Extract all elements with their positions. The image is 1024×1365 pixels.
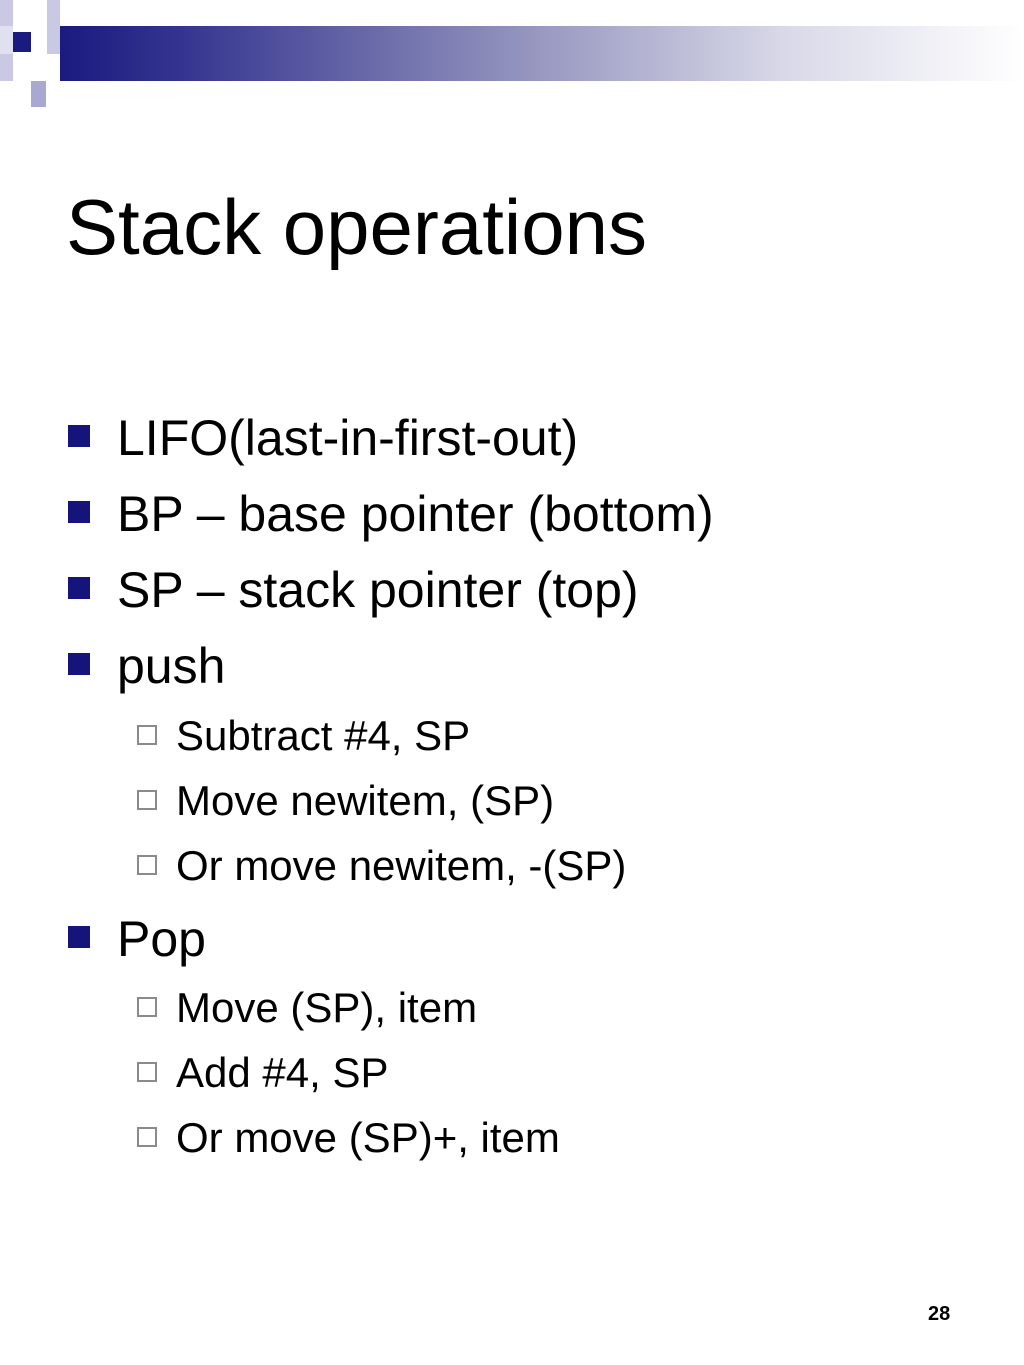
sub-bullet-text: Move newitem, (SP) bbox=[176, 777, 555, 824]
square-bullet-icon bbox=[68, 425, 90, 447]
decorative-square bbox=[13, 32, 31, 52]
hollow-square-bullet-icon bbox=[137, 1062, 157, 1082]
bullet-text: Pop bbox=[117, 911, 206, 967]
square-bullet-icon bbox=[68, 577, 90, 599]
decorative-square bbox=[0, 26, 13, 54]
square-bullet-icon bbox=[68, 926, 90, 948]
square-bullet-icon bbox=[68, 653, 90, 675]
slide-title: Stack operations bbox=[66, 183, 648, 271]
decorative-square bbox=[47, 26, 60, 54]
sub-bullet-text: Add #4, SP bbox=[176, 1049, 389, 1096]
page-number: 28 bbox=[928, 1303, 951, 1325]
square-bullet-icon bbox=[68, 501, 90, 523]
decorative-square bbox=[31, 26, 47, 54]
sub-bullet-text: Move (SP), item bbox=[176, 984, 478, 1031]
hollow-square-bullet-icon bbox=[137, 855, 157, 875]
decorative-square bbox=[0, 0, 13, 26]
decorative-square bbox=[0, 54, 13, 81]
hollow-square-bullet-icon bbox=[137, 1127, 157, 1147]
sub-bullet-text: Or move newitem, -(SP) bbox=[176, 842, 627, 889]
hollow-square-bullet-icon bbox=[137, 790, 157, 810]
sub-bullet-text: Subtract #4, SP bbox=[176, 712, 471, 759]
bullet-text: LIFO(last-in-first-out) bbox=[117, 410, 579, 466]
hollow-square-bullet-icon bbox=[137, 725, 157, 745]
decorative-square bbox=[13, 54, 31, 81]
decorative-square bbox=[47, 0, 60, 26]
bullet-text: SP – stack pointer (top) bbox=[117, 562, 639, 618]
bullet-text: BP – base pointer (bottom) bbox=[117, 486, 714, 542]
decorative-square bbox=[31, 81, 46, 107]
bullet-text: push bbox=[117, 638, 226, 694]
header-gradient-bar bbox=[60, 26, 1024, 81]
sub-bullet-text: Or move (SP)+, item bbox=[176, 1114, 560, 1161]
hollow-square-bullet-icon bbox=[137, 997, 157, 1017]
decorative-square bbox=[13, 0, 47, 26]
